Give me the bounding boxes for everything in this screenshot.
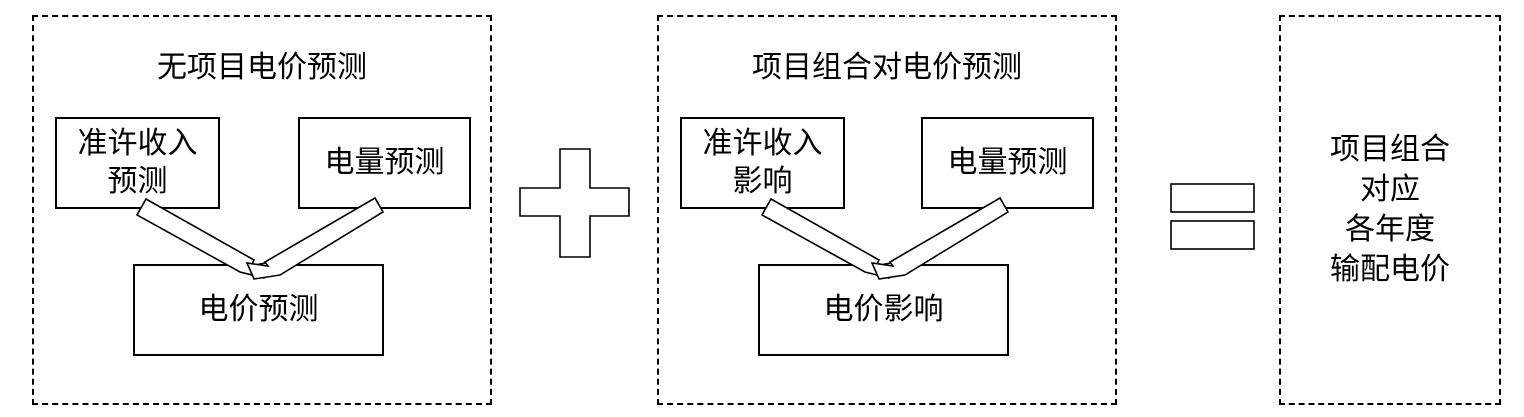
result-line: 项目组合 (1330, 132, 1450, 167)
group-project-portfolio-price-forecast: 项目组合对电价预测 (657, 15, 1117, 405)
box-allowed-revenue-impact: 准许收入 影响 (680, 117, 845, 209)
box-line: 准许收入 (702, 126, 823, 161)
group-title: 无项目电价预测 (157, 50, 367, 85)
box-line: 影响 (732, 164, 793, 199)
result-line: 输配电价 (1330, 252, 1450, 287)
box-line: 电价影响 (823, 292, 944, 327)
result-line: 各年度 (1345, 212, 1435, 247)
box-price-forecast: 电价预测 (133, 264, 384, 356)
equals-icon (1170, 183, 1255, 250)
box-line: 预测 (107, 164, 168, 199)
box-electricity-volume-forecast: 电量预测 (298, 117, 471, 209)
box-line: 电价预测 (198, 292, 319, 327)
box-line: 电量预测 (947, 145, 1068, 180)
group-title: 项目组合对电价预测 (752, 50, 1022, 85)
box-allowed-revenue-forecast: 准许收入 预测 (55, 117, 220, 209)
result-line: 对应 (1360, 172, 1420, 207)
plus-icon (519, 148, 630, 258)
box-line: 电量预测 (324, 145, 445, 180)
group-no-project-price-forecast: 无项目电价预测 (32, 15, 492, 405)
box-price-impact: 电价影响 (758, 264, 1009, 356)
result-group: 项目组合 对应 各年度 输配电价 (1279, 15, 1501, 405)
result-text: 项目组合 对应 各年度 输配电价 (1281, 130, 1499, 290)
box-line: 准许收入 (77, 126, 198, 161)
box-electricity-volume-forecast: 电量预测 (921, 117, 1094, 209)
